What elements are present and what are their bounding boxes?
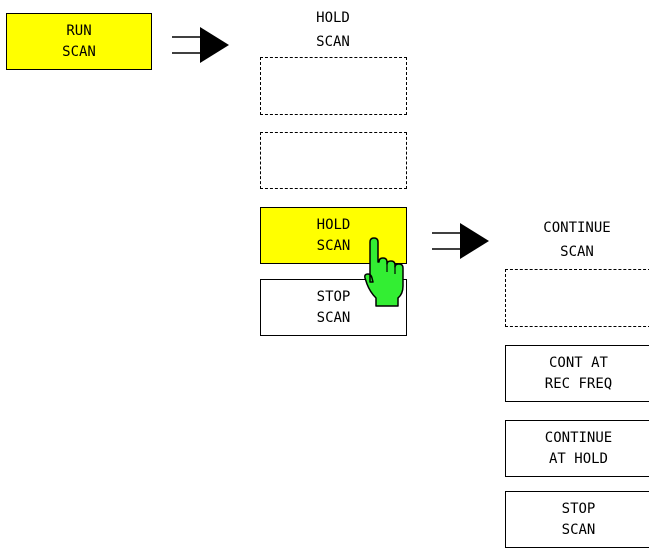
- pointing-hand-icon: [364, 237, 404, 307]
- cont-at-rec-freq-label-line1: CONT AT: [548, 354, 608, 371]
- continue-scan-title-line2: SCAN: [560, 244, 594, 260]
- hold-scan-title-line2: SCAN: [316, 34, 350, 50]
- continue-at-hold-softkey[interactable]: CONTINUE AT HOLD: [505, 420, 649, 477]
- double-line-arrow-icon: [432, 223, 489, 259]
- stop-scan-label-line1: STOP: [561, 500, 596, 517]
- stop-scan-label-line2: SCAN: [316, 309, 351, 326]
- continue-at-hold-label-line2: AT HOLD: [548, 450, 608, 467]
- cont-at-rec-freq-label-line2: REC FREQ: [544, 375, 613, 392]
- stop-scan-label-line2: SCAN: [561, 521, 596, 538]
- continue-at-hold-label-line1: CONTINUE: [544, 429, 613, 446]
- continue-scan-title-line1: CONTINUE: [543, 220, 611, 236]
- hold-scan-title-line1: HOLD: [316, 10, 350, 26]
- empty-softkey: [505, 269, 649, 327]
- run-scan-softkey[interactable]: RUN SCAN: [6, 13, 152, 70]
- stop-scan-label-line1: STOP: [316, 288, 351, 305]
- hold-scan-label-line2: SCAN: [316, 237, 351, 254]
- hold-scan-label-line1: HOLD: [316, 216, 351, 233]
- run-scan-label-line1: RUN: [66, 22, 92, 39]
- cont-at-rec-freq-softkey[interactable]: CONT AT REC FREQ: [505, 345, 649, 402]
- hold-scan-menu-title: HOLD SCAN: [260, 6, 406, 54]
- empty-softkey: [260, 57, 407, 115]
- continue-scan-menu-title: CONTINUE SCAN: [505, 216, 649, 264]
- run-scan-label-line2: SCAN: [62, 43, 96, 60]
- empty-softkey: [260, 132, 407, 189]
- double-line-arrow-icon: [172, 27, 229, 63]
- stop-scan-softkey-continue-menu[interactable]: STOP SCAN: [505, 491, 649, 548]
- hold-scan-softkey[interactable]: HOLD SCAN: [260, 207, 407, 264]
